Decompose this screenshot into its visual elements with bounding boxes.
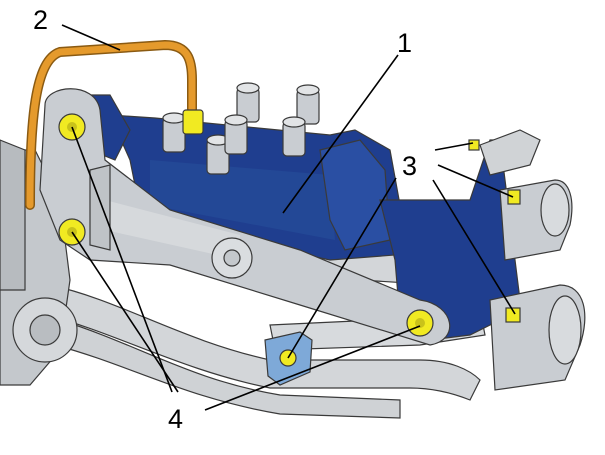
connector-icon: [162, 112, 186, 153]
leader-line-4a: [71, 126, 173, 393]
connector-icon: [296, 84, 320, 125]
callout-labels: 2 1 3 4: [33, 5, 417, 434]
connector-icon: [479, 129, 541, 176]
leader-line-3b: [437, 164, 514, 198]
leader-line-3c: [432, 179, 516, 315]
leader-lines: [61, 24, 516, 411]
connector-icon: [282, 116, 306, 157]
callout-3: 3: [402, 151, 417, 181]
leader-line-3a: [434, 142, 474, 151]
connector-icon: [224, 114, 248, 155]
leader-line-3d: [287, 177, 397, 359]
leader-line-4c: [204, 325, 421, 411]
leader-line-2: [61, 24, 121, 51]
bolt-icon: [468, 139, 480, 151]
callout-1: 1: [397, 28, 412, 58]
carrier-bracket: [39, 88, 451, 346]
callout-4: 4: [168, 404, 183, 434]
leader-line-4b: [71, 231, 179, 393]
connector-icon: [236, 82, 260, 123]
fuel-line: [25, 39, 204, 210]
connector-icon: [489, 284, 586, 391]
left-mount: [0, 139, 78, 386]
module-connectors: [162, 82, 320, 175]
bolt-icon: [406, 309, 434, 337]
leader-line-1: [282, 54, 399, 214]
callout-2: 2: [33, 5, 48, 35]
bolt-icon: [507, 189, 521, 205]
bolt-icon: [505, 307, 521, 323]
